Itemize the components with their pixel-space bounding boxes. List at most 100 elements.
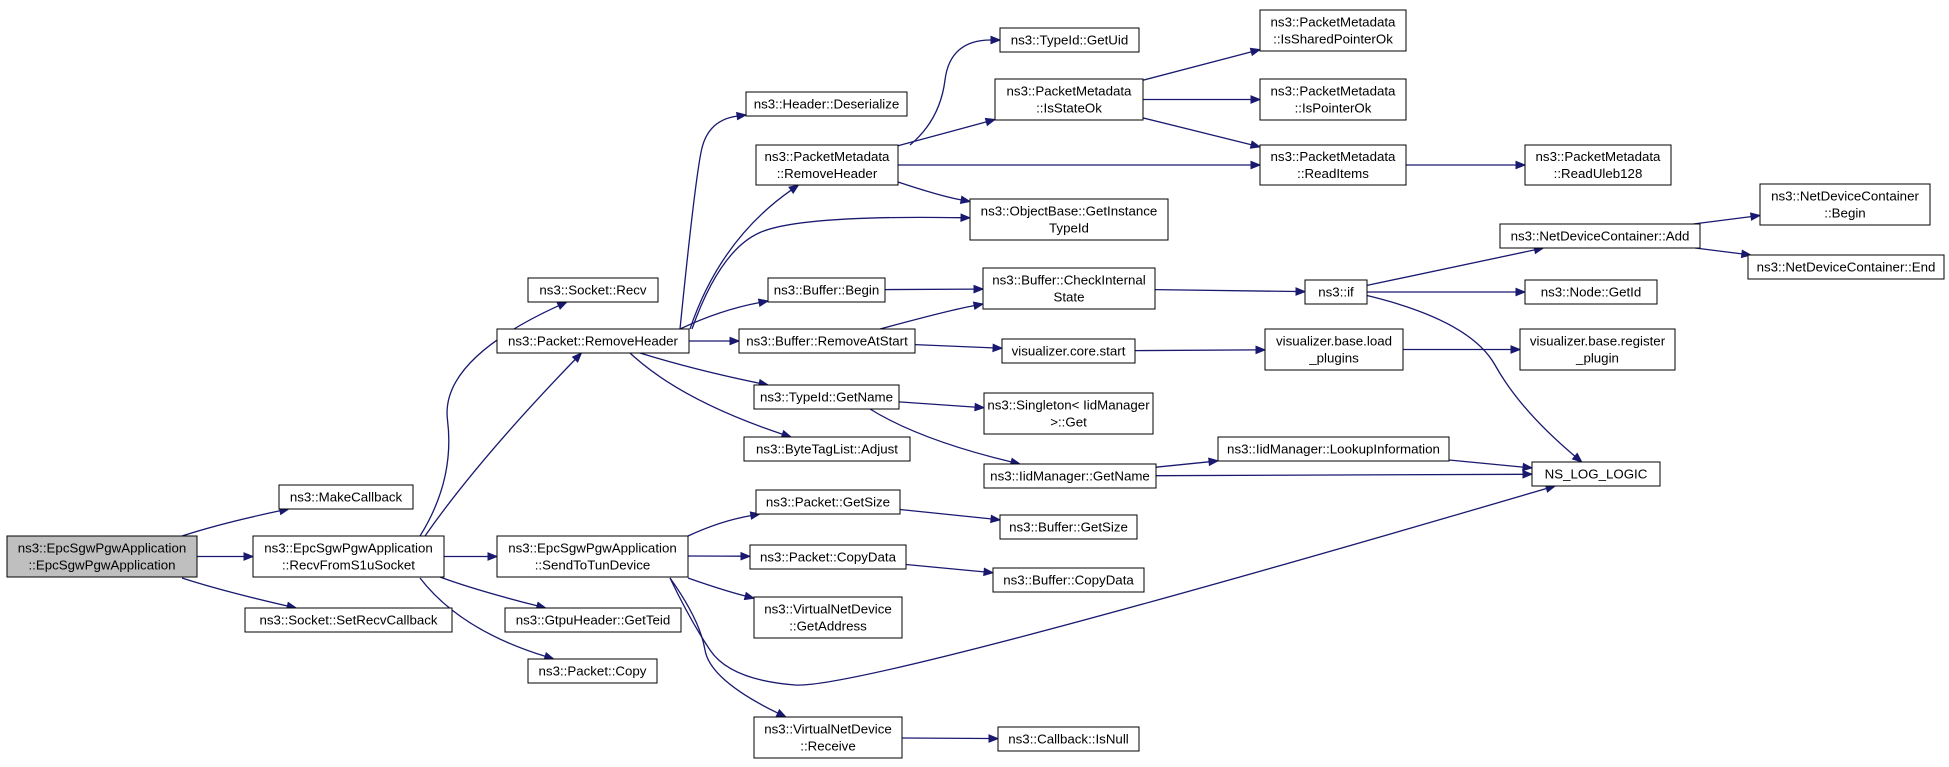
node-box <box>767 277 886 303</box>
node-label-line: visualizer.base.load <box>1276 334 1392 349</box>
node-packetremoveheader[interactable]: ns3::Packet::RemoveHeader <box>496 328 690 354</box>
node-pmissharedpointerok[interactable]: ns3::PacketMetadata::IsSharedPointerOk <box>1259 9 1407 52</box>
node-box <box>496 535 689 578</box>
node-ndcadd[interactable]: ns3::NetDeviceContainer::Add <box>1499 223 1701 249</box>
node-callbackisnull[interactable]: ns3::Callback::IsNull <box>997 726 1140 752</box>
node-nsloglogic[interactable]: NS_LOG_LOGIC <box>1531 461 1661 487</box>
node-label-line: ns3::PacketMetadata <box>1007 84 1133 99</box>
node-typeidgetuid[interactable]: ns3::TypeId::GetUid <box>999 27 1140 53</box>
node-label-line: ns3::NetDeviceContainer <box>1771 189 1919 204</box>
node-box <box>6 535 198 578</box>
edge-pmremoveheader-to-objectbasegetinstancetypeid <box>897 181 972 205</box>
call-graph-nodes: ns3::EpcSgwPgwApplication::EpcSgwPgwAppl… <box>6 9 1945 759</box>
node-typeidgetname[interactable]: ns3::TypeId::GetName <box>753 384 900 410</box>
node-ndcbegin[interactable]: ns3::NetDeviceContainer::Begin <box>1759 183 1931 226</box>
node-box <box>1499 223 1701 249</box>
edge-root-to-recvfroms1u <box>197 552 255 561</box>
node-label-line: ns3::if <box>1318 285 1354 300</box>
edge-recvfroms1u-to-sendtotun <box>444 552 499 561</box>
node-box <box>982 267 1156 310</box>
node-box <box>1524 144 1672 186</box>
node-vndreceive[interactable]: ns3::VirtualNetDevice::Receive <box>753 716 903 759</box>
node-box <box>749 544 907 570</box>
node-pmispointerok[interactable]: ns3::PacketMetadata::IsPointerOk <box>1259 78 1407 121</box>
node-headerdeserialize[interactable]: ns3::Header::Deserialize <box>745 91 908 117</box>
node-bufferbegin[interactable]: ns3::Buffer::Begin <box>767 277 886 303</box>
node-label-line: ns3::Buffer::Begin <box>774 283 879 298</box>
node-label-line: ns3::NetDeviceContainer::End <box>1757 260 1936 275</box>
node-pmreaduleb128[interactable]: ns3::PacketMetadata::ReadUleb128 <box>1524 144 1672 186</box>
node-iidmanagergetname[interactable]: ns3::IidManager::GetName <box>983 463 1157 489</box>
node-nodegetid[interactable]: ns3::Node::GetId <box>1524 279 1658 305</box>
node-label-line: ::SendToTunDevice <box>535 558 651 573</box>
node-label-line: ns3::GtpuHeader::GetTeid <box>516 613 670 628</box>
node-vizbaseloadplugins[interactable]: visualizer.base.load _plugins <box>1264 328 1404 371</box>
node-packetgetsize[interactable]: ns3::Packet::GetSize <box>755 489 901 515</box>
node-ndcend[interactable]: ns3::NetDeviceContainer::End <box>1747 254 1945 280</box>
node-label-line: ::IsPointerOk <box>1295 101 1372 116</box>
node-label-line: ns3::PacketMetadata <box>1271 149 1397 164</box>
node-box <box>1519 328 1676 371</box>
node-label-line: ns3::IidManager::LookupInformation <box>1227 442 1440 457</box>
node-vndgetaddress[interactable]: ns3::VirtualNetDevice::GetAddress <box>753 596 903 639</box>
node-label-line: ns3::Callback::IsNull <box>1008 732 1129 747</box>
edge-ns3if-to-nodegetid <box>1367 287 1527 297</box>
node-buffercopydata[interactable]: ns3::Buffer::CopyData <box>992 567 1145 593</box>
node-label-line: ns3::Buffer::RemoveAtStart <box>746 334 908 349</box>
node-pmremoveheader[interactable]: ns3::PacketMetadata::RemoveHeader <box>755 144 899 186</box>
edge-packetremoveheader-to-pmremoveheader <box>689 184 800 330</box>
node-label-line: ns3::VirtualNetDevice <box>764 602 892 617</box>
edge-iidmanagergetname-to-iidmanagerlookupinformation <box>1155 457 1220 468</box>
node-vizcorestart[interactable]: visualizer.core.start <box>1001 338 1136 364</box>
node-label-line: ns3::Buffer::CopyData <box>1003 573 1134 588</box>
node-box <box>983 463 1157 489</box>
node-bufferremoveatstart[interactable]: ns3::Buffer::RemoveAtStart <box>738 328 916 354</box>
node-gtpugetteid[interactable]: ns3::GtpuHeader::GetTeid <box>504 607 682 633</box>
node-label-line: State <box>1053 290 1084 305</box>
node-packetcopydata[interactable]: ns3::Packet::CopyData <box>749 544 907 570</box>
edge-vizbaseloadplugins-to-vizbaseregisterplugin <box>1403 345 1522 354</box>
node-ns3if[interactable]: ns3::if <box>1304 279 1368 305</box>
node-bytetaglistadjust[interactable]: ns3::ByteTagList::Adjust <box>743 436 911 462</box>
node-sendtotun[interactable]: ns3::EpcSgwPgwApplication::SendToTunDevi… <box>496 535 689 578</box>
node-label-line: ns3::ObjectBase::GetInstance <box>981 204 1158 219</box>
edge-root-to-setrecvcallback <box>181 577 298 611</box>
edge-packetremoveheader-to-objectbasegetinstancetypeid <box>691 213 972 330</box>
node-label-line: ns3::TypeId::GetName <box>760 390 893 405</box>
node-label-line: ::EpcSgwPgwApplication <box>28 558 175 573</box>
node-box <box>496 328 690 354</box>
node-pmisstateok[interactable]: ns3::PacketMetadata::IsStateOk <box>994 78 1144 121</box>
node-label-line: ::RecvFromS1uSocket <box>282 558 415 573</box>
node-socketrecv[interactable]: ns3::Socket::Recv <box>527 277 659 303</box>
node-label-line: >::Get <box>1050 415 1087 430</box>
node-pmreaditems[interactable]: ns3::PacketMetadata::ReadItems <box>1259 144 1407 186</box>
node-root[interactable]: ns3::EpcSgwPgwApplication::EpcSgwPgwAppl… <box>6 535 198 578</box>
edge-pmremoveheader-to-pmisstateok <box>897 117 997 147</box>
node-label-line: ns3::Node::GetId <box>1541 285 1642 300</box>
node-box <box>1259 9 1407 52</box>
node-setrecvcallback[interactable]: ns3::Socket::SetRecvCallback <box>244 607 453 633</box>
node-label-line: ns3::Buffer::CheckInternal <box>992 273 1146 288</box>
node-label-line: visualizer.core.start <box>1012 344 1126 359</box>
node-buffergetsize[interactable]: ns3::Buffer::GetSize <box>999 514 1138 540</box>
node-makecallback[interactable]: ns3::MakeCallback <box>278 484 414 510</box>
node-label-line: ::GetAddress <box>789 619 867 634</box>
node-packetcopy[interactable]: ns3::Packet::Copy <box>527 658 658 684</box>
node-box <box>1759 183 1931 226</box>
node-box <box>999 27 1140 53</box>
node-box <box>1001 338 1136 364</box>
edge-iidmanagergetname-to-nsloglogic <box>1155 469 1534 479</box>
node-label-line: _plugins <box>1308 351 1359 366</box>
edge-ns3if-to-ndcadd <box>1366 245 1545 287</box>
node-vizbaseregisterplugin[interactable]: visualizer.base.register_plugin <box>1519 328 1676 371</box>
node-singletonget[interactable]: ns3::Singleton< IidManager>::Get <box>983 392 1154 435</box>
node-label-line: ::IsStateOk <box>1036 101 1102 116</box>
node-recvfroms1u[interactable]: ns3::EpcSgwPgwApplication::RecvFromS1uSo… <box>252 535 445 578</box>
edge-packetremoveheader-to-bufferbegin <box>679 298 770 330</box>
node-iidmanagerlookupinformation[interactable]: ns3::IidManager::LookupInformation <box>1217 436 1450 462</box>
node-label-line: ns3::EpcSgwPgwApplication <box>18 541 187 556</box>
edge-sendtotun-to-packetcopydata <box>687 551 752 561</box>
